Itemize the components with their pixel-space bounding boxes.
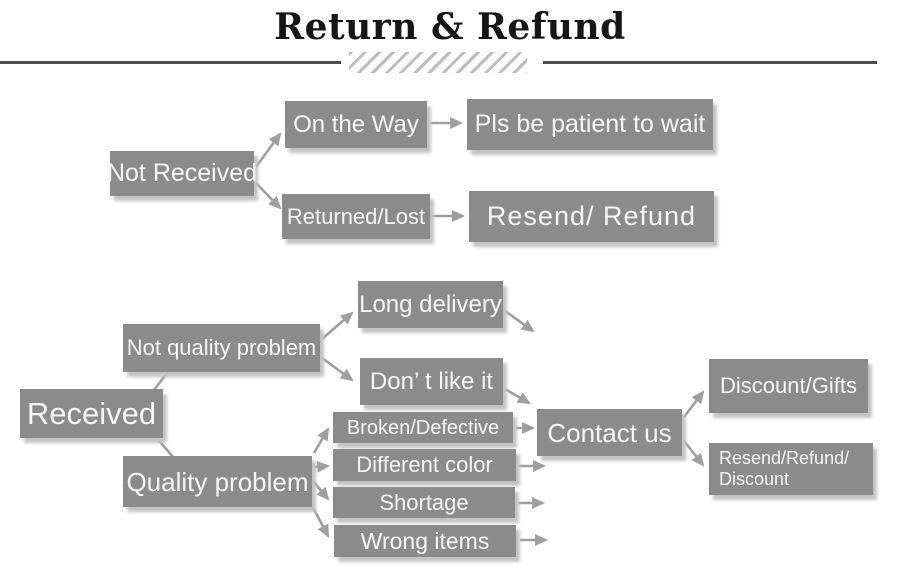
edge-contactus-resendrefunddiscount: [682, 440, 705, 467]
title-hatch-decoration: [349, 52, 527, 73]
edge-notreceived-returnedlost: [255, 182, 282, 210]
edge-quality-broken: [312, 427, 330, 454]
edge-quality-shortage: [312, 480, 330, 501]
edge-received-quality: [155, 436, 174, 458]
edge-contactus-discountgifts: [682, 390, 705, 418]
node-resend-refund: Resend/ Refund: [469, 191, 714, 242]
node-discount-gifts: Discount/Gifts: [709, 359, 868, 413]
node-different-color: Different color: [333, 449, 516, 481]
node-received: Received: [20, 389, 163, 438]
node-long-delivery-label: Long delivery: [359, 290, 502, 318]
node-resend-refund-discount-line2: Discount: [719, 469, 790, 489]
node-not-quality-problem: Not quality problem: [123, 324, 320, 372]
node-shortage: Shortage: [333, 487, 515, 518]
node-different-color-label: Different color: [356, 452, 493, 477]
edge-longdelivery-out: [504, 309, 535, 333]
node-pls-be-patient: Pls be patient to wait: [467, 99, 713, 150]
node-not-quality-problem-label: Not quality problem: [126, 335, 317, 360]
node-long-delivery: Long delivery: [358, 281, 503, 328]
node-resend-refund-discount: Resend/Refund/ Discount: [709, 443, 873, 495]
node-wrong-items: Wrong items: [334, 525, 516, 557]
node-contact-us-label: Contact us: [547, 417, 672, 448]
title-rule-right: [543, 61, 877, 64]
node-quality-problem-label: Quality problem: [126, 466, 309, 497]
node-broken-defective-label: Broken/Defective: [346, 416, 500, 439]
edge-notquality-longdelivery: [321, 311, 354, 340]
node-returned-lost: Returned/Lost: [282, 194, 430, 239]
node-received-label: Received: [26, 396, 157, 431]
node-not-received-label: Not Received: [106, 159, 258, 187]
node-resend-refund-label: Resend/ Refund: [486, 201, 697, 231]
edge-dontlike-contactus: [504, 387, 531, 405]
edge-received-notquality: [152, 372, 169, 391]
node-discount-gifts-label: Discount/Gifts: [720, 373, 857, 398]
node-resend-refund-discount-line1: Resend/Refund/: [719, 448, 850, 468]
node-wrong-items-label: Wrong items: [360, 527, 490, 554]
node-dont-like-it: Don’ t like it: [360, 358, 503, 405]
title-rule-left: [0, 61, 341, 64]
node-broken-defective: Broken/Defective: [333, 412, 513, 443]
edge-quality-diffcolor: [313, 460, 331, 473]
node-contact-us: Contact us: [537, 409, 682, 456]
node-on-the-way-label: On the Way: [293, 110, 419, 138]
node-on-the-way: On the Way: [285, 101, 427, 148]
node-shortage-label: Shortage: [379, 489, 469, 515]
node-quality-problem: Quality problem: [123, 456, 312, 507]
edge-notreceived-ontheway: [254, 132, 282, 168]
page-title: Return & Refund: [274, 6, 626, 48]
node-pls-be-patient-label: Pls be patient to wait: [474, 110, 706, 138]
node-returned-lost-label: Returned/Lost: [286, 203, 426, 229]
node-not-received: Not Received: [106, 151, 258, 196]
edge-notquality-dontlike: [321, 356, 354, 382]
node-dont-like-it-label: Don’ t like it: [369, 367, 494, 395]
